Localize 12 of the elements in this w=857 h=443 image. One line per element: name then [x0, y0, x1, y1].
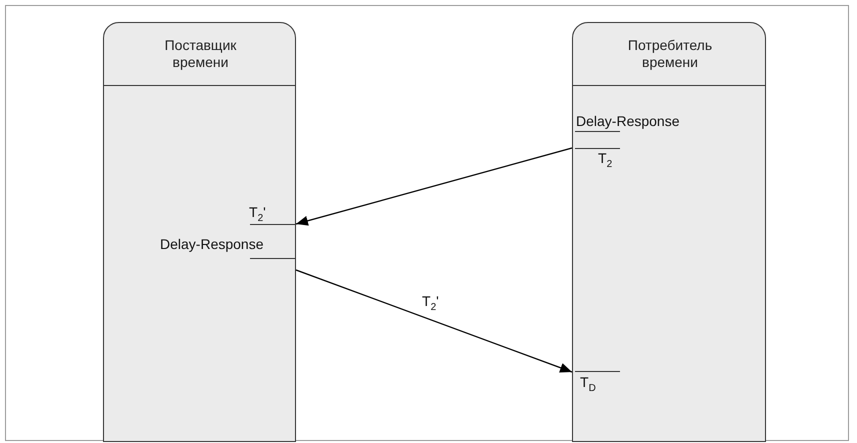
arrow	[296, 147, 572, 226]
timestamp-label: T$_{2}$'	[249, 204, 266, 224]
message-label: Delay-Response	[576, 113, 680, 129]
timestamp-label: T$_{D}$	[580, 374, 596, 394]
timestamp-label: T$_{2}$	[598, 150, 612, 170]
lane-heading: Потребитель времени	[626, 37, 714, 71]
message-label: Delay-Response	[160, 236, 264, 252]
lifeline-box	[572, 22, 766, 442]
edge-label: T$_{2}$'	[420, 293, 441, 313]
lifeline-box	[103, 22, 296, 442]
arrow	[296, 269, 572, 373]
lane-heading: Поставщик времени	[164, 37, 238, 71]
